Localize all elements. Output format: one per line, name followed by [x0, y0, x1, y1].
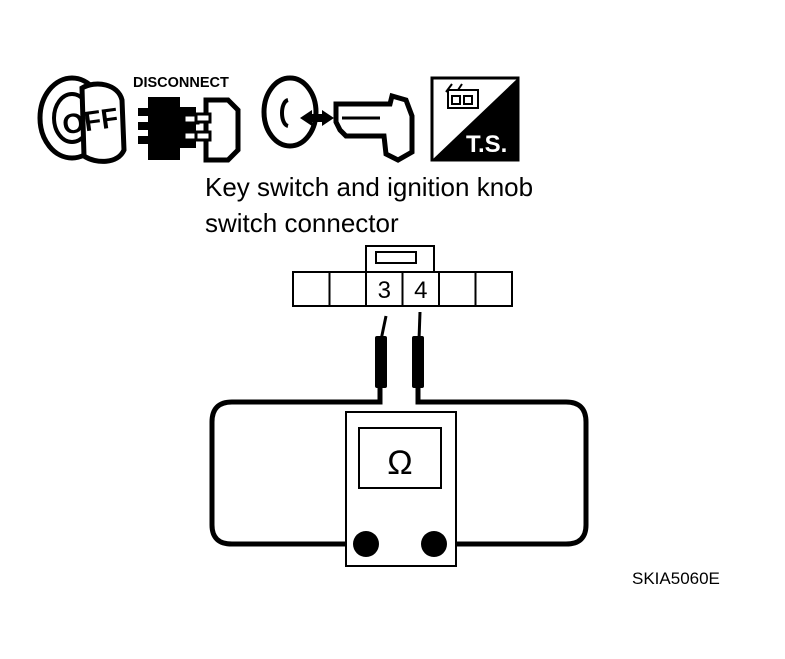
- probe-handle-right: [412, 336, 424, 388]
- test-lead-right: [415, 388, 589, 547]
- disconnect-text: DISCONNECT: [133, 75, 229, 91]
- connector-pin-cell: [438, 271, 477, 307]
- test-leads: [209, 388, 589, 547]
- probe-tip-right: [417, 311, 422, 341]
- ohmmeter-terminal-left: [353, 531, 379, 557]
- ohm-symbol: Ω: [387, 444, 412, 482]
- ignition-off-text: OFF: [60, 102, 120, 140]
- key-removal-icon: [261, 75, 415, 163]
- connector-pin-cell: [401, 271, 440, 307]
- figure-id: SKIA5060E: [632, 569, 720, 588]
- connector-pin-cell: [328, 271, 367, 307]
- ohmmeter: Ω: [345, 411, 457, 567]
- caption-line-1: Key switch and ignition knob: [205, 172, 533, 202]
- probe-handle-left: [375, 336, 387, 388]
- connector-pin-label: 3: [378, 277, 391, 304]
- ignition-key-off-icon: OFF: [37, 75, 127, 164]
- connector-pin-label: 4: [414, 277, 427, 304]
- tester-probes: [375, 311, 424, 388]
- disconnect-connector-icon: DISCONNECT: [133, 75, 241, 163]
- tester-check-icon: T.S.: [430, 76, 520, 162]
- connector-pin-cell: [292, 271, 331, 307]
- caption-line-2: switch connector: [205, 208, 399, 238]
- connector-lock-slot: [375, 251, 417, 264]
- tester-text: T.S.: [466, 131, 507, 158]
- ohmmeter-terminal-right: [421, 531, 447, 557]
- ohmmeter-display: [358, 427, 442, 489]
- connector-pin-cell: [474, 271, 513, 307]
- test-lead-left: [209, 388, 383, 547]
